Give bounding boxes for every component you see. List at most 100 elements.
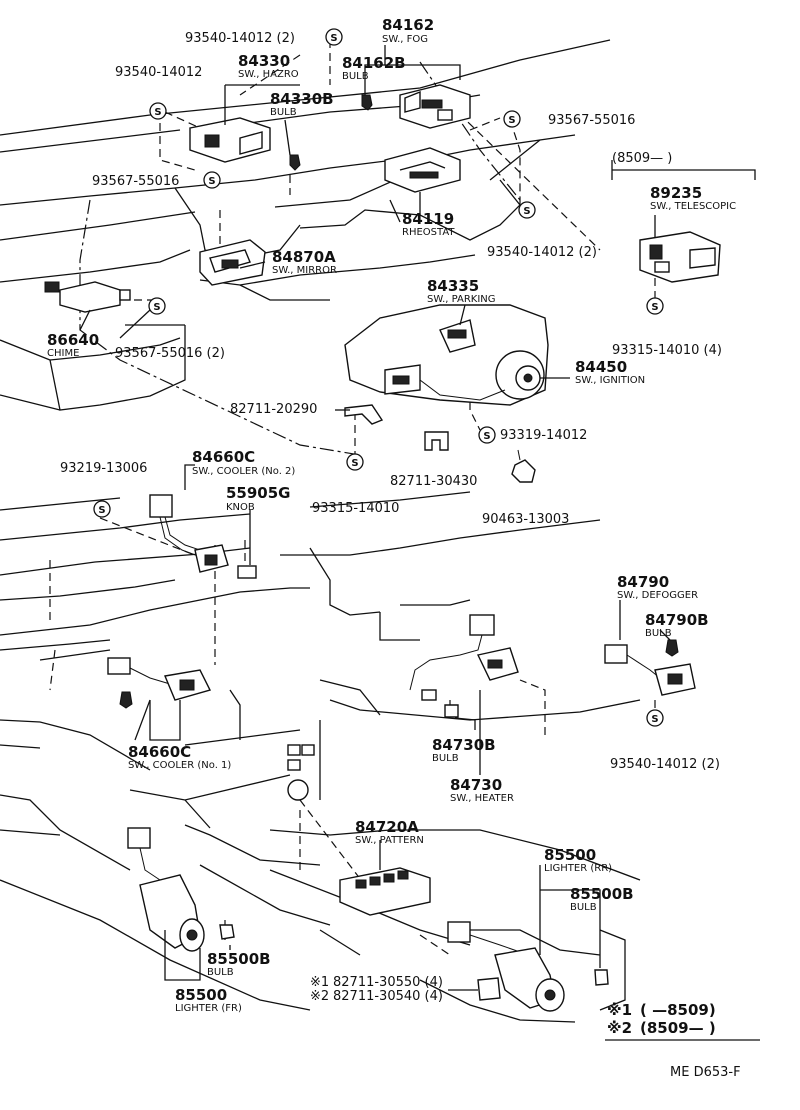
knob-55905G-sketch [237, 565, 257, 579]
part-number: 82711-20290 [230, 402, 317, 417]
part-sketches [44, 84, 721, 1012]
lighter-rear-sketch [447, 921, 565, 1012]
screw-symbol: S [148, 297, 166, 315]
rheostat-sketch [384, 147, 461, 193]
part-number: 84660C [192, 448, 255, 466]
part-description: BULB [570, 902, 597, 913]
lighter-front-sketch [127, 827, 205, 952]
fog-switch-sketch [399, 84, 471, 129]
screw-symbol: S [203, 171, 221, 189]
hazard-switch-sketch [189, 117, 271, 163]
part-number: 93219-13006 [60, 461, 147, 476]
part-number: 84730 [450, 776, 502, 794]
part-description: LIGHTER (RR) [544, 863, 612, 874]
svg-text:S: S [523, 206, 530, 217]
legend-mark: ※1 [607, 1001, 632, 1019]
svg-text:S: S [651, 302, 658, 313]
part-description: SW., HAZRO [238, 69, 299, 80]
part-number: 84730B [432, 736, 496, 754]
part-number: 93319-14012 [500, 428, 587, 443]
part-number: 85500B [207, 950, 271, 968]
part-number: 84790 [617, 573, 669, 591]
part-number: 85500B [570, 885, 634, 903]
svg-text:S: S [508, 115, 515, 126]
part-number: 82711-30430 [390, 474, 477, 489]
screw-symbol: S [646, 297, 664, 315]
part-number: 84660C [128, 743, 191, 761]
part-description: BULB [207, 967, 234, 978]
part-description: SW., MIRROR [272, 265, 337, 276]
part-number: 93540-14012 (2) [185, 31, 295, 46]
clamp-90463-13003-sketch [511, 449, 536, 483]
part-number: 82711-30540 (4) [333, 989, 443, 1004]
part-number: 93540-14012 (2) [487, 245, 597, 260]
part-description: SW., PARKING [427, 294, 496, 305]
part-number: 84330B [270, 90, 334, 108]
part-number: 84330 [238, 52, 290, 70]
part-description: LIGHTER (FR) [175, 1003, 242, 1014]
chime-sketch [44, 281, 131, 313]
part-number: 84162B [342, 54, 406, 72]
svg-text:S: S [351, 458, 358, 469]
console-openings-sketch [287, 744, 315, 801]
part-description: SW., DEFOGGER [617, 590, 698, 601]
svg-text:S: S [330, 33, 337, 44]
defogger-switch-sketch [604, 644, 696, 696]
screw-symbol: S [93, 500, 111, 518]
part-description: SW., IGNITION [575, 375, 645, 386]
screw-symbol: S [149, 102, 167, 120]
footnote-mark: ※2 [310, 989, 329, 1004]
part-number: 84720A [355, 818, 419, 836]
part-number: 93567-55016 [92, 174, 179, 189]
part-number: 90463-13003 [482, 512, 569, 527]
part-description: SW., COOLER (No. 2) [192, 466, 295, 477]
cooler-switch-no1-sketch [107, 657, 212, 709]
screw-symbol: S [325, 28, 343, 46]
part-description: SW., PATTERN [355, 835, 424, 846]
screw-symbol: S [478, 426, 496, 444]
svg-text:S: S [154, 107, 161, 118]
legend-text: ( —8509) [640, 1001, 716, 1019]
part-number: 93315-14010 (4) [612, 343, 722, 358]
bulb-85500B-front-sketch [219, 924, 235, 940]
part-description: BULB [342, 71, 369, 82]
bulb-85500B-rear-sketch [594, 969, 609, 986]
svg-text:S: S [651, 714, 658, 725]
part-description: CHIME [47, 348, 79, 359]
pattern-switch-sketch [339, 867, 431, 916]
clip-82711-20290-sketch [344, 404, 384, 425]
date-note: (8509— ) [612, 151, 672, 166]
part-number: 93540-14012 [115, 65, 202, 80]
part-description: RHEOSTAT [402, 227, 455, 238]
part-number: 84119 [402, 210, 454, 228]
footnote-mark: ※1 [310, 975, 329, 990]
bulb-84790B-sketch [665, 639, 679, 657]
steering-column-sketch [344, 304, 549, 406]
part-number: 55905G [226, 484, 291, 502]
mirror-switch-sketch [199, 239, 266, 286]
svg-text:S: S [208, 176, 215, 187]
part-number: 82711-30550 (4) [333, 975, 443, 990]
svg-text:S: S [98, 505, 105, 516]
part-number: 84335 [427, 277, 479, 295]
part-number: 84450 [575, 358, 627, 376]
part-description: KNOB [226, 502, 255, 513]
part-number: 85500 [175, 986, 227, 1004]
screw-symbol: S [646, 709, 664, 727]
part-number: 84790B [645, 611, 709, 629]
part-description: SW., FOG [382, 34, 428, 45]
part-number: 85500 [544, 846, 596, 864]
part-description: BULB [432, 753, 459, 764]
part-labels: 93540-14012 (2) 84162 SW., FOG 93540-140… [47, 16, 736, 1014]
clip-82711-30430-sketch [424, 431, 449, 451]
telescopic-switch-sketch [639, 231, 721, 283]
callout-lines [79, 45, 756, 991]
part-number: 86640 [47, 331, 99, 349]
screw-symbols: S S S S S S S S S S S [93, 28, 664, 727]
part-number: 89235 [650, 184, 702, 202]
part-number: 93567-55016 [548, 113, 635, 128]
part-number: 84162 [382, 16, 434, 34]
screw-symbol: S [346, 453, 364, 471]
